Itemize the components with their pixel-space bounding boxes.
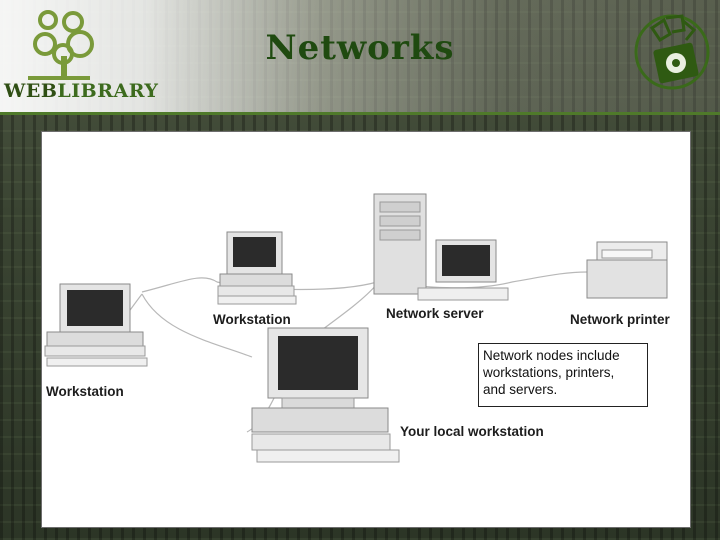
network-printer-label: Network printer: [570, 312, 670, 327]
callout-box: Network nodes include workstations, prin…: [478, 343, 648, 407]
callout-line: workstations, printers,: [483, 365, 615, 380]
logo-web-text: WEB: [4, 80, 58, 102]
workstation-top-icon: [217, 231, 297, 305]
network-server-icon: [373, 193, 509, 301]
web-library-logo: [28, 10, 94, 80]
logo-wordmark: WEBLIBRARY: [4, 80, 159, 102]
workstation-left-icon: [44, 283, 148, 367]
callout-line: Network nodes include: [483, 348, 620, 363]
workstation-left-label: Workstation: [46, 384, 124, 399]
workstation-top-label: Workstation: [213, 312, 291, 327]
network-diagram: [44, 193, 668, 463]
page-title: Networks: [265, 28, 455, 68]
disk-emblem-icon: [634, 14, 710, 90]
header-divider: [0, 112, 720, 115]
local-workstation-label: Your local workstation: [400, 424, 544, 439]
diagram-panel: Workstation Workstation Network server N…: [41, 131, 691, 528]
network-server-label: Network server: [386, 306, 484, 321]
slide-header: WEBLIBRARY Networks: [0, 0, 720, 112]
network-printer-icon: [586, 241, 668, 299]
callout-line: and servers.: [483, 382, 558, 397]
local-workstation-icon: [251, 327, 400, 463]
logo-library-text: LIBRARY: [57, 80, 159, 102]
